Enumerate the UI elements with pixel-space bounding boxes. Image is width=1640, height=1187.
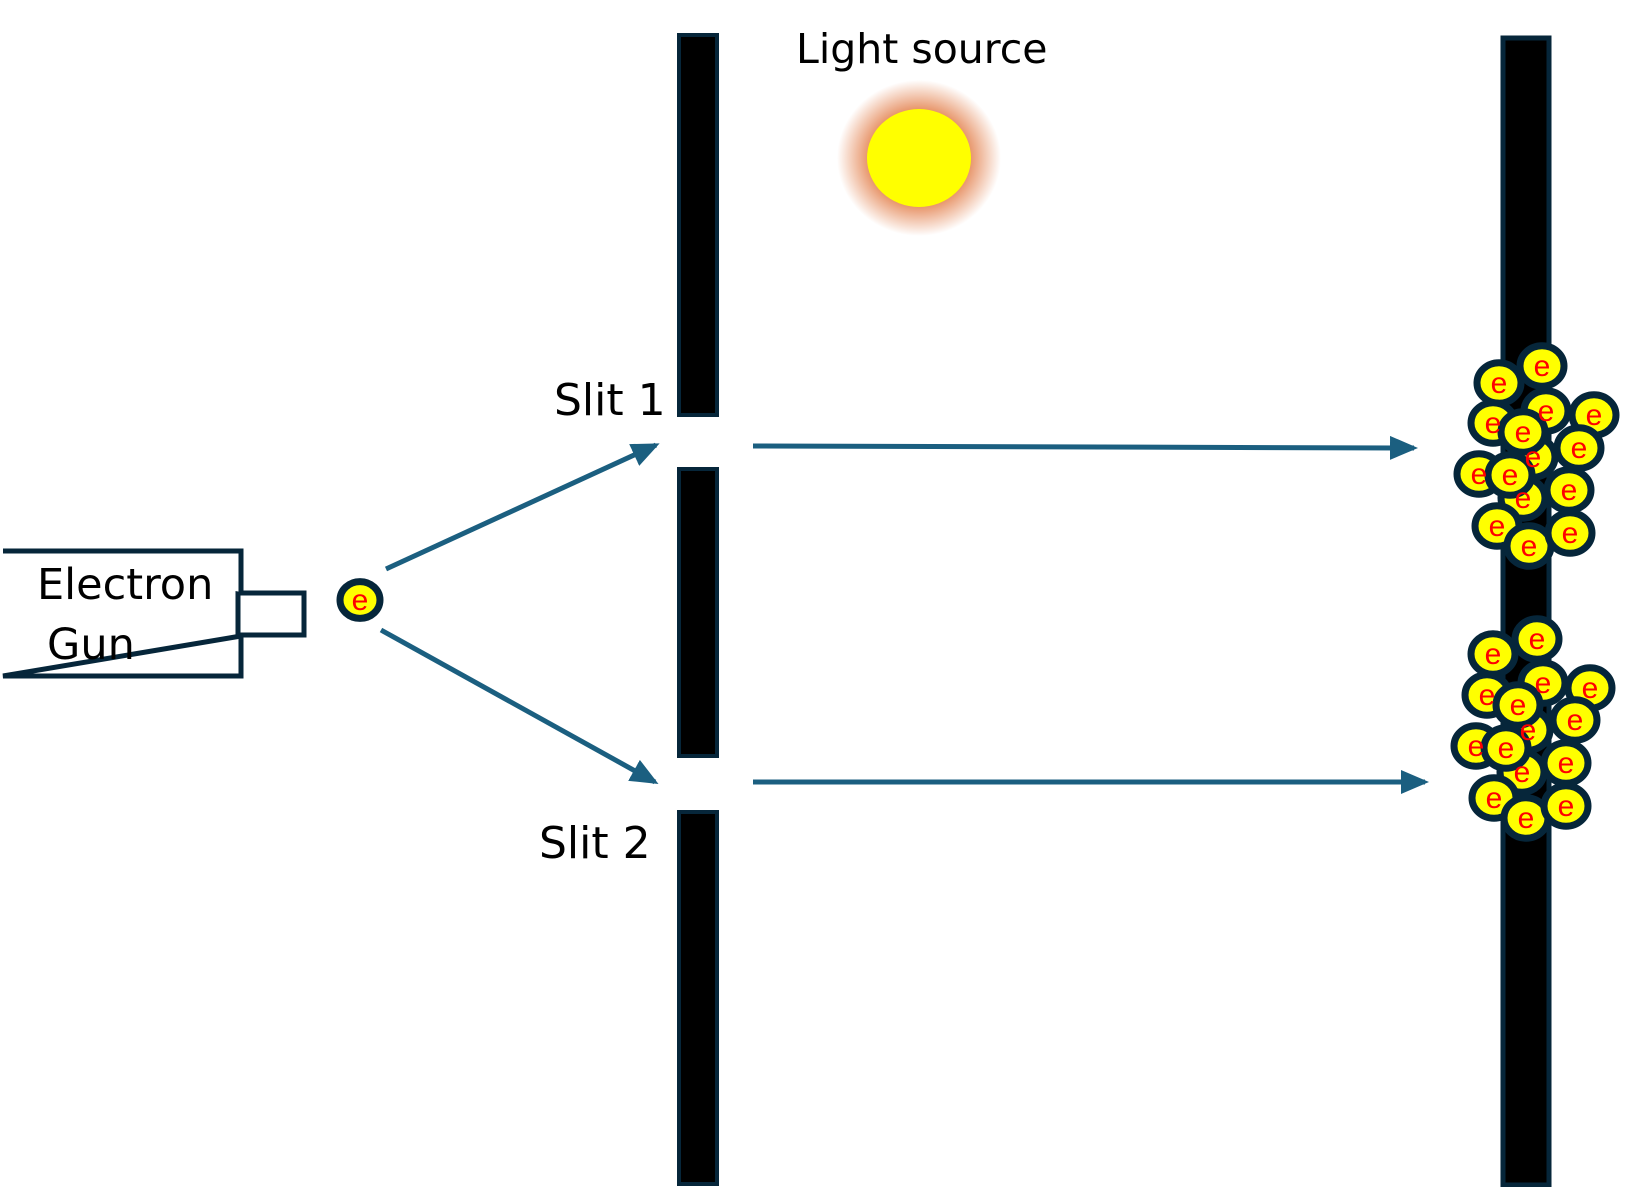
electron-circles [336,342,1620,842]
arrow-to-slit1 [384,442,660,572]
electron-symbol: e [1529,623,1546,656]
electron-symbol: e [1485,407,1502,440]
electron-symbol: e [1582,672,1599,705]
light-bulb [867,109,971,207]
light-source [837,80,1001,236]
slit1-label: Slit 1 [554,375,666,426]
detected-electron-slit1-circle [1544,509,1596,557]
electron-symbol: e [1489,510,1506,543]
electron-symbol: e [1562,517,1579,550]
slit2-label: Slit 2 [539,818,651,869]
detected-electron-slit2-circle [1549,696,1601,744]
electron-symbol: e [1510,689,1527,722]
arrow-slit1-to-screen [752,435,1418,460]
electron-symbol: e [1468,730,1485,763]
gun-label-line1: Electron [37,560,213,610]
electron-symbol: e [1534,350,1551,383]
electron-symbol: e [1471,458,1488,491]
gun-label-line2: Gun [47,620,135,670]
barrier-bottom [677,810,719,1186]
detected-electron-slit1-circle [1484,451,1536,499]
electron-symbol: e [1535,667,1552,700]
electron-symbol: e [1558,747,1575,780]
electron-symbol: e [1561,474,1578,507]
slit-barrier [677,33,719,1186]
electron-symbol: e [1520,714,1537,747]
electron-symbol: e [1502,459,1519,492]
detector-screen [1500,35,1552,1187]
detected-electron-slit2-circle [1511,615,1563,663]
electron-symbol: e [1525,441,1542,474]
detected-electron-slit1-circle [1516,342,1568,390]
electron-symbol: e [1515,482,1532,515]
gun-body [2,548,244,679]
barrier-middle [677,467,719,758]
detected-electron-slit2-circle [1492,681,1544,729]
electron-symbol: e [352,584,369,617]
electron-symbol: e [1586,399,1603,432]
light-source-label: Light source [796,25,1048,73]
electron-symbol: e [1571,432,1588,465]
electron-symbol: e [1498,732,1515,765]
barrier-top [677,33,719,417]
arrow-to-slit2 [379,627,659,785]
electron-symbol: e [1567,704,1584,737]
gun-nozzle [235,590,307,638]
detected-electron-slit2-circle [1480,724,1532,772]
electron-symbol: e [1518,802,1535,835]
electron-symbol: e [1485,638,1502,671]
detected-electron-slit2-circle [1540,782,1592,830]
electron-symbol: e [1538,395,1555,428]
electron-symbol: e [1486,782,1503,815]
electron-symbol: e [1479,679,1496,712]
electron-symbol: e [1491,367,1508,400]
emitted-electron-circle [336,578,384,622]
electron-symbol: e [1521,530,1538,563]
detected-electron-slit1-circle [1497,408,1549,456]
electron-symbol: e [1515,416,1532,449]
electron-gun [2,548,307,679]
electron-symbol: e [1558,790,1575,823]
electron-symbol: e [1514,756,1531,789]
